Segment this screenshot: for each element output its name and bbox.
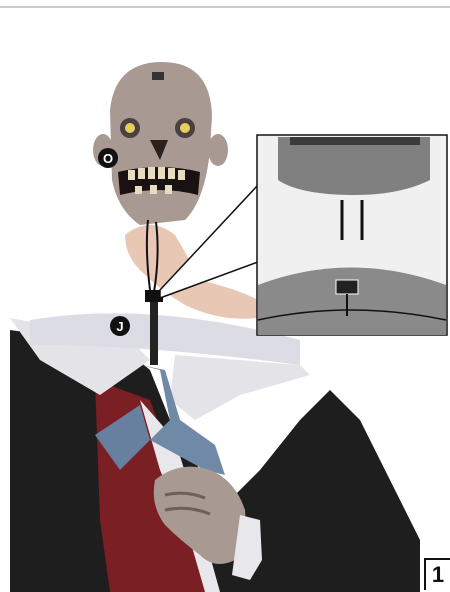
callout-part-o: O [98, 148, 118, 168]
head-base-detail [278, 137, 430, 195]
socket-detail [336, 280, 358, 294]
callout-part-j: J [110, 316, 130, 336]
support-pole [150, 295, 158, 365]
shoulder-post-detail [258, 268, 446, 336]
step-number: 1 [424, 558, 450, 590]
collar-right [170, 355, 310, 420]
